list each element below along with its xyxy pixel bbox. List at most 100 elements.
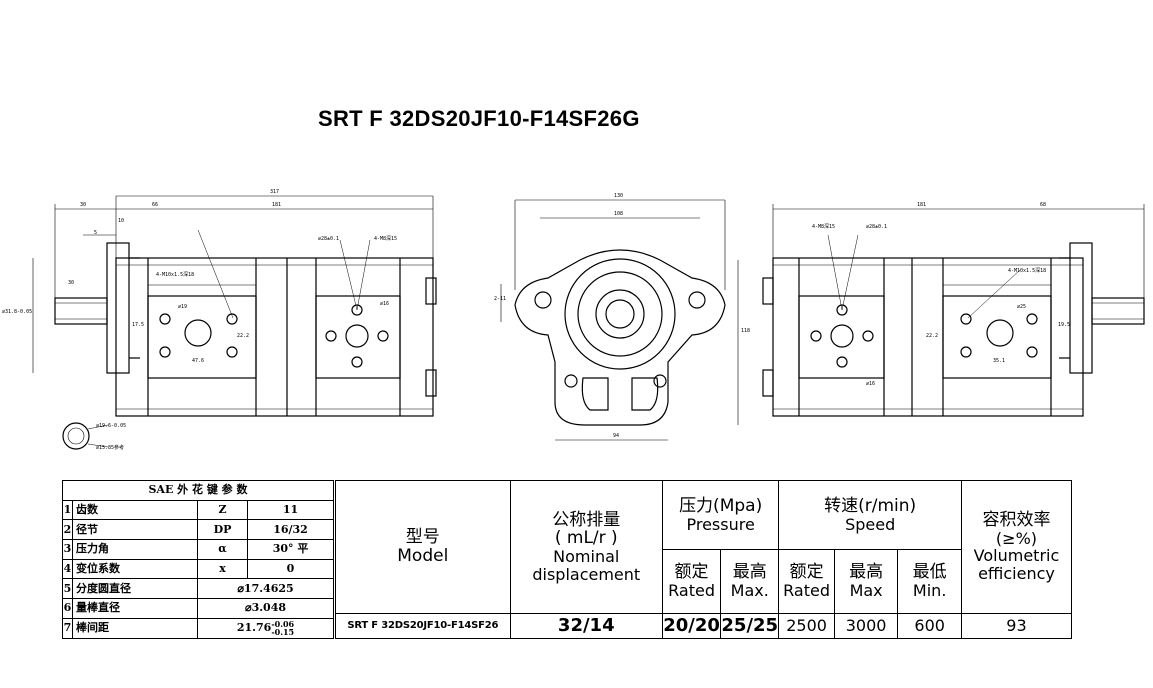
row-index: 1 bbox=[62, 499, 73, 521]
front-end-view bbox=[500, 199, 739, 441]
eff-header-cn: 容积效率 bbox=[982, 510, 1051, 531]
dim-68: 68 bbox=[1040, 202, 1046, 208]
speed-header-en: Speed bbox=[845, 514, 896, 534]
left-port-label: ⌀19 bbox=[178, 304, 187, 310]
param-symbol: Z bbox=[196, 499, 249, 521]
pressure-header-en: Pressure bbox=[686, 514, 755, 534]
tolerance: -0.06-0.15 bbox=[271, 620, 294, 636]
speed-max-cn: 最高 bbox=[849, 562, 884, 583]
param-name: 径节 bbox=[72, 519, 198, 541]
disp-header-en2: displacement bbox=[532, 564, 641, 584]
dim-108: 108 bbox=[614, 211, 623, 217]
efficiency-header: 容积效率 (≥%) Volumetric efficiency bbox=[960, 480, 1073, 614]
dim-181: 181 bbox=[272, 202, 281, 208]
dim-66: 66 bbox=[152, 202, 158, 208]
model-header-en: Model bbox=[397, 545, 449, 566]
dim-2-11: 2-11 bbox=[494, 296, 506, 302]
pressure-header-cn: 压力(Mpa) bbox=[679, 496, 763, 517]
row-index: 2 bbox=[62, 519, 73, 541]
disp-header-unit: ( mL/r ) bbox=[554, 528, 618, 549]
dim-222-left: 22.2 bbox=[237, 333, 249, 339]
specification-table: 型号 Model 公称排量 ( mL/r ) Nominal displacem… bbox=[335, 479, 1073, 640]
param-name: 分度圆直径 bbox=[72, 578, 198, 600]
min-en: Min. bbox=[912, 581, 947, 601]
param-value: 30° 平 bbox=[247, 539, 334, 560]
param-value: ⌀3.048 bbox=[197, 598, 334, 619]
right-bolt-label: ⌀28±0.1 bbox=[866, 224, 887, 230]
param-symbol: x bbox=[196, 558, 249, 580]
dim-351-right: 35.1 bbox=[993, 358, 1005, 364]
param-name: 变位系数 bbox=[72, 558, 198, 580]
param-value: 0 bbox=[247, 558, 334, 580]
disp-header-cn: 公称排量 bbox=[552, 509, 621, 530]
row-index: 4 bbox=[62, 558, 73, 580]
right-port2-label: ⌀16 bbox=[866, 381, 875, 387]
param-value: 11 bbox=[247, 499, 334, 521]
tolerance-upper: -0.06 bbox=[271, 619, 295, 630]
speed-max-header: 最高 Max bbox=[833, 549, 899, 614]
eff-header-unit: (≥%) bbox=[995, 528, 1038, 548]
pressure-rated-header: 额定 Rated bbox=[661, 549, 722, 614]
displacement-header: 公称排量 ( mL/r ) Nominal displacement bbox=[509, 480, 663, 614]
displacement-value: 32/14 bbox=[509, 612, 663, 640]
speed-max-en: Max bbox=[849, 581, 883, 601]
dim-total: 317 bbox=[270, 189, 279, 195]
dim-130: 130 bbox=[614, 193, 623, 199]
spline-dim-1: ⌀19.6-0.05 bbox=[96, 423, 126, 429]
model-value: SRT F 32DS20JF10-F14SF26 bbox=[335, 612, 511, 640]
dim-shaft-30: 30 bbox=[68, 280, 74, 286]
dim-195-right: 19.5 bbox=[1058, 322, 1070, 328]
model-header-cn: 型号 bbox=[405, 527, 440, 548]
dim-94: 94 bbox=[613, 433, 619, 439]
right-port-label: ⌀25 bbox=[1017, 304, 1026, 310]
speed-rated-cn: 额定 bbox=[789, 562, 824, 583]
param-value: ⌀17.4625 bbox=[197, 578, 334, 600]
technical-drawing: 317 30 66 181 10 5 17.5 47.6 22.2 ⌀31.8-… bbox=[2, 189, 1145, 451]
dim-222-right: 22.2 bbox=[926, 333, 938, 339]
eff-header-en2: efficiency bbox=[978, 564, 1055, 584]
row-index: 7 bbox=[62, 617, 73, 639]
param-name: 齿数 bbox=[72, 499, 198, 521]
spline-parameter-table: SAE 外 花 键 参 数 1 齿数 Z 11 2 径节 DP 16/32 3 … bbox=[62, 480, 334, 639]
speed-min-header: 最低 Min. bbox=[897, 549, 962, 614]
speed-max-value: 3000 bbox=[833, 612, 899, 640]
dim-5: 5 bbox=[94, 230, 97, 236]
min-cn: 最低 bbox=[912, 562, 947, 583]
param-name: 压力角 bbox=[72, 539, 198, 560]
disp-header-en1: Nominal bbox=[553, 547, 620, 566]
pressure-header: 压力(Mpa) Pressure bbox=[661, 479, 780, 551]
speed-min-value: 600 bbox=[897, 612, 962, 640]
right-side-view bbox=[762, 204, 1145, 417]
dim-shaft: ⌀31.8-0.05 bbox=[2, 309, 32, 315]
left-port2-label: ⌀16 bbox=[380, 301, 389, 307]
spline-dim-2: ⌀15.85参考 bbox=[96, 444, 124, 451]
tolerance-lower: -0.15 bbox=[271, 627, 295, 638]
row-index: 5 bbox=[62, 578, 73, 600]
dim-175-left: 17.5 bbox=[132, 322, 144, 328]
left-side-view bbox=[32, 195, 437, 450]
left-thread-label: 4-M10x1.5深18 bbox=[156, 271, 194, 278]
param-value-with-tolerance: 21.76-0.06-0.15 bbox=[197, 617, 334, 639]
dim-181-right: 181 bbox=[917, 202, 926, 208]
pressure-rated-value: 20/20 bbox=[661, 612, 722, 640]
speed-rated-value: 2500 bbox=[778, 612, 835, 640]
rated-en: Rated bbox=[668, 581, 715, 601]
param-symbol: DP bbox=[196, 519, 249, 541]
max-cn: 最高 bbox=[732, 562, 767, 583]
speed-header-cn: 转速(r/min) bbox=[824, 496, 917, 517]
model-header: 型号 Model bbox=[335, 480, 511, 614]
efficiency-value: 93 bbox=[960, 612, 1073, 640]
row-index: 6 bbox=[62, 598, 73, 619]
rated-cn: 额定 bbox=[674, 562, 709, 583]
right-thread2-label: 4-M8深15 bbox=[812, 223, 835, 230]
left-bolt-label: ⌀28±0.1 bbox=[318, 236, 339, 242]
param-name: 棒间距 bbox=[72, 617, 198, 639]
right-thread-label: 4-M10x1.5深18 bbox=[1008, 267, 1046, 274]
speed-rated-en: Rated bbox=[783, 581, 830, 601]
speed-header: 转速(r/min) Speed bbox=[778, 479, 962, 551]
param-value: 16/32 bbox=[247, 519, 334, 541]
drawing-title: SRT F 32DS20JF10-F14SF26G bbox=[318, 106, 640, 131]
eff-header-en1: Volumetric bbox=[973, 546, 1060, 566]
pressure-max-value: 25/25 bbox=[720, 612, 780, 640]
dim-30: 30 bbox=[80, 202, 86, 208]
